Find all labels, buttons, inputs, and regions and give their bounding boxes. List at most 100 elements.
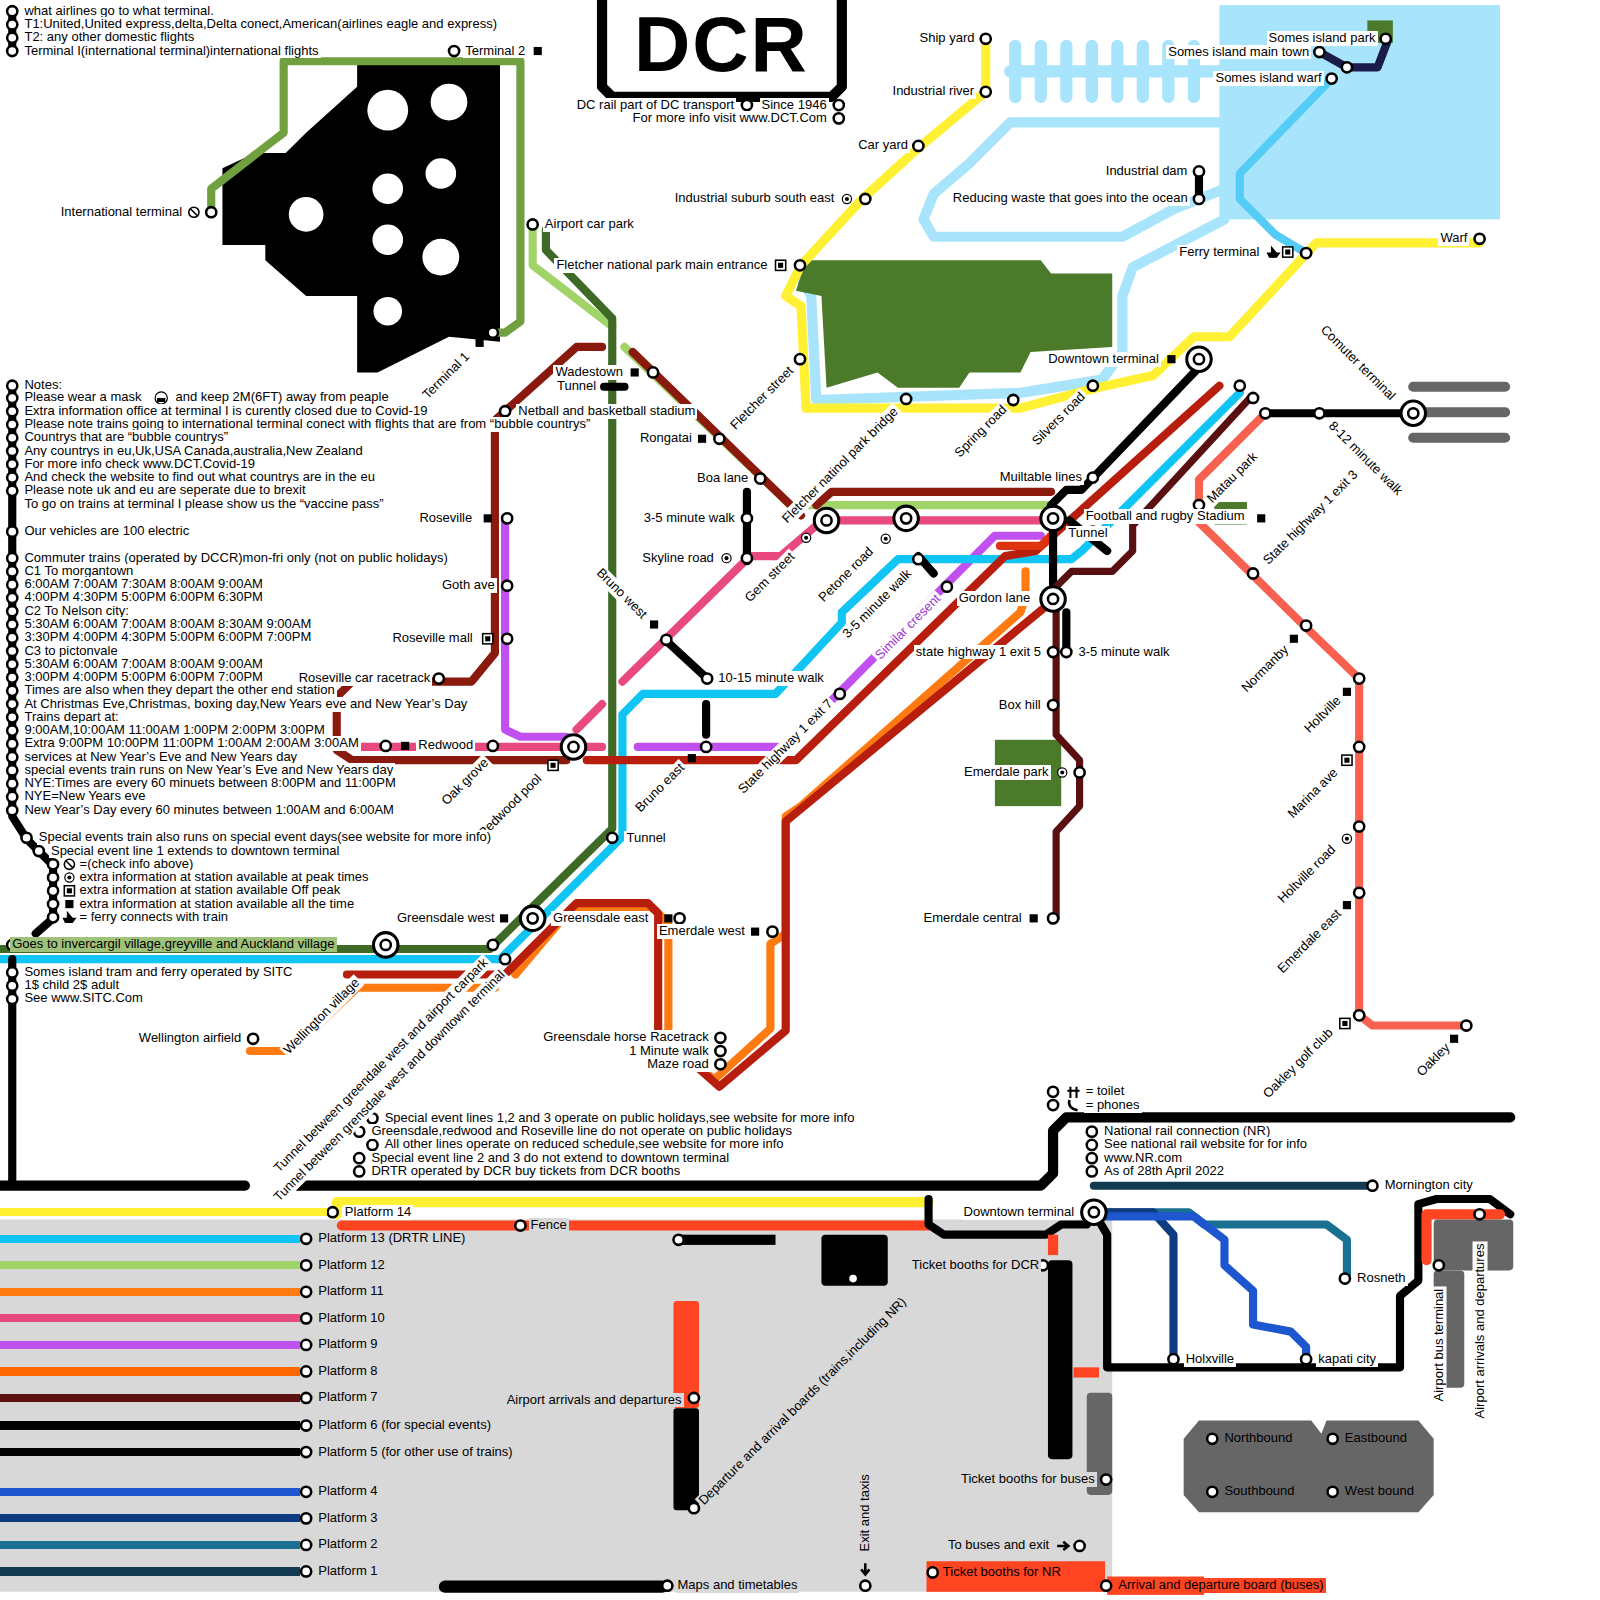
map-label: Boa lane — [695, 471, 750, 486]
platform-swatch — [0, 1567, 300, 1575]
map-label: 3-5 minute walk — [1077, 645, 1172, 660]
station-dot — [835, 689, 845, 699]
station-dot — [1301, 1354, 1311, 1364]
dark-green-line — [0, 230, 612, 949]
map-label: Airport car park — [543, 217, 636, 232]
station-dot — [7, 406, 17, 416]
platform-label: Platform 9 — [316, 1337, 379, 1352]
station-dot — [1074, 1541, 1084, 1551]
station-dot — [48, 912, 58, 922]
station-dot — [1101, 1581, 1111, 1591]
station-dot — [502, 513, 512, 523]
map-label: New Year’s Day every 60 minutes between … — [22, 803, 396, 818]
station-dot — [715, 1033, 725, 1043]
platform-swatch — [0, 1367, 300, 1375]
station-dot — [1314, 47, 1324, 57]
station-dot — [1461, 1020, 1471, 1030]
nr-line — [1094, 1216, 1306, 1357]
info-square — [688, 754, 696, 762]
station-dot — [1474, 234, 1484, 244]
station-dot — [48, 872, 58, 882]
station-dot — [7, 433, 17, 443]
station-dot — [1207, 1434, 1217, 1444]
station-dot — [7, 765, 17, 775]
mask-symbol — [155, 392, 167, 404]
map-label: For more info visit www.DCT.Com — [631, 111, 829, 126]
station-dot — [661, 635, 671, 645]
station-dot — [7, 6, 17, 16]
map-label: Wellington village — [280, 974, 365, 1059]
peak-symbol — [884, 537, 888, 541]
station-dot — [742, 100, 752, 110]
peak-symbol — [842, 194, 851, 203]
map-label: Reducing waste that goes into the ocean — [951, 191, 1190, 206]
map-label: 10-15 minute walk — [716, 671, 826, 686]
map-label: Fletcher street — [726, 362, 798, 434]
station-dot — [7, 633, 17, 643]
station-dot — [1101, 1474, 1111, 1484]
map-label: Tunnel — [1066, 526, 1109, 541]
map-label: Muiltable lines — [998, 470, 1084, 485]
platform-swatch — [0, 1488, 300, 1496]
ferry-symbol — [63, 912, 75, 922]
peak-symbol — [67, 876, 71, 880]
phone-symbol — [1069, 1100, 1078, 1110]
station-dot — [48, 899, 58, 909]
station-dot — [7, 553, 17, 563]
station-dot — [795, 260, 805, 270]
park — [796, 260, 1112, 388]
platform-label: Platform 7 — [316, 1390, 379, 1405]
map-label: Goth ave — [440, 578, 497, 593]
station-dot — [1087, 1127, 1097, 1137]
peak-symbol — [724, 556, 728, 560]
station-dot — [528, 219, 538, 229]
map-label: Tunnel — [624, 831, 667, 846]
station-dot — [860, 194, 870, 204]
legend-text: = phones — [1084, 1098, 1142, 1113]
interchange-ring — [1401, 401, 1425, 425]
station-dot — [367, 1140, 377, 1150]
peak-symbol — [802, 533, 811, 542]
map-label: Industrial river — [891, 84, 977, 99]
station-dot — [7, 580, 17, 590]
station-dot — [502, 581, 512, 591]
offpeak-symbol — [548, 760, 558, 770]
info-square — [1343, 688, 1351, 696]
platform-swatch — [0, 1514, 300, 1522]
info-square — [664, 914, 672, 922]
info-square — [401, 742, 409, 750]
station-dot — [1354, 1010, 1364, 1020]
info-square — [1450, 1035, 1458, 1043]
station-dot — [755, 473, 765, 483]
station-dot — [1354, 821, 1364, 831]
closed-symbol — [66, 861, 73, 868]
station-dot — [913, 141, 923, 151]
station-dot — [1340, 1273, 1350, 1283]
map-label: Airport bus terminal — [1431, 1286, 1446, 1403]
station-dot — [21, 833, 31, 843]
station-dot — [901, 394, 911, 404]
map-label: West bound — [1343, 1484, 1416, 1499]
station-dot — [714, 434, 724, 444]
interchange-core — [901, 513, 911, 523]
airport-holes — [289, 84, 468, 326]
station-dot — [1328, 1487, 1338, 1497]
platform-swatch — [0, 1235, 300, 1243]
map-label: State highway 1 exit 3 — [1259, 466, 1362, 569]
platform-swatch — [0, 1421, 300, 1429]
platform-label: Platform 6 (for special events) — [316, 1418, 493, 1433]
info-square — [1290, 635, 1298, 643]
station-dot — [715, 1046, 725, 1056]
station-dot — [860, 1581, 870, 1591]
map-label: Industrial suburb south east — [673, 191, 837, 206]
station-dot — [328, 1207, 338, 1217]
station-dot — [7, 726, 17, 736]
map-label: Wellington airfield — [137, 1031, 243, 1046]
station-dot — [848, 1273, 858, 1283]
station-dot — [1048, 913, 1058, 923]
map-label: Airport arrivals and departures — [505, 1393, 684, 1408]
map-label: Football and rugby Stadium — [1084, 509, 1247, 524]
station-dot — [354, 1153, 364, 1163]
map-label: Ticket booths for buses — [959, 1472, 1097, 1487]
station-dot — [1328, 1434, 1338, 1444]
